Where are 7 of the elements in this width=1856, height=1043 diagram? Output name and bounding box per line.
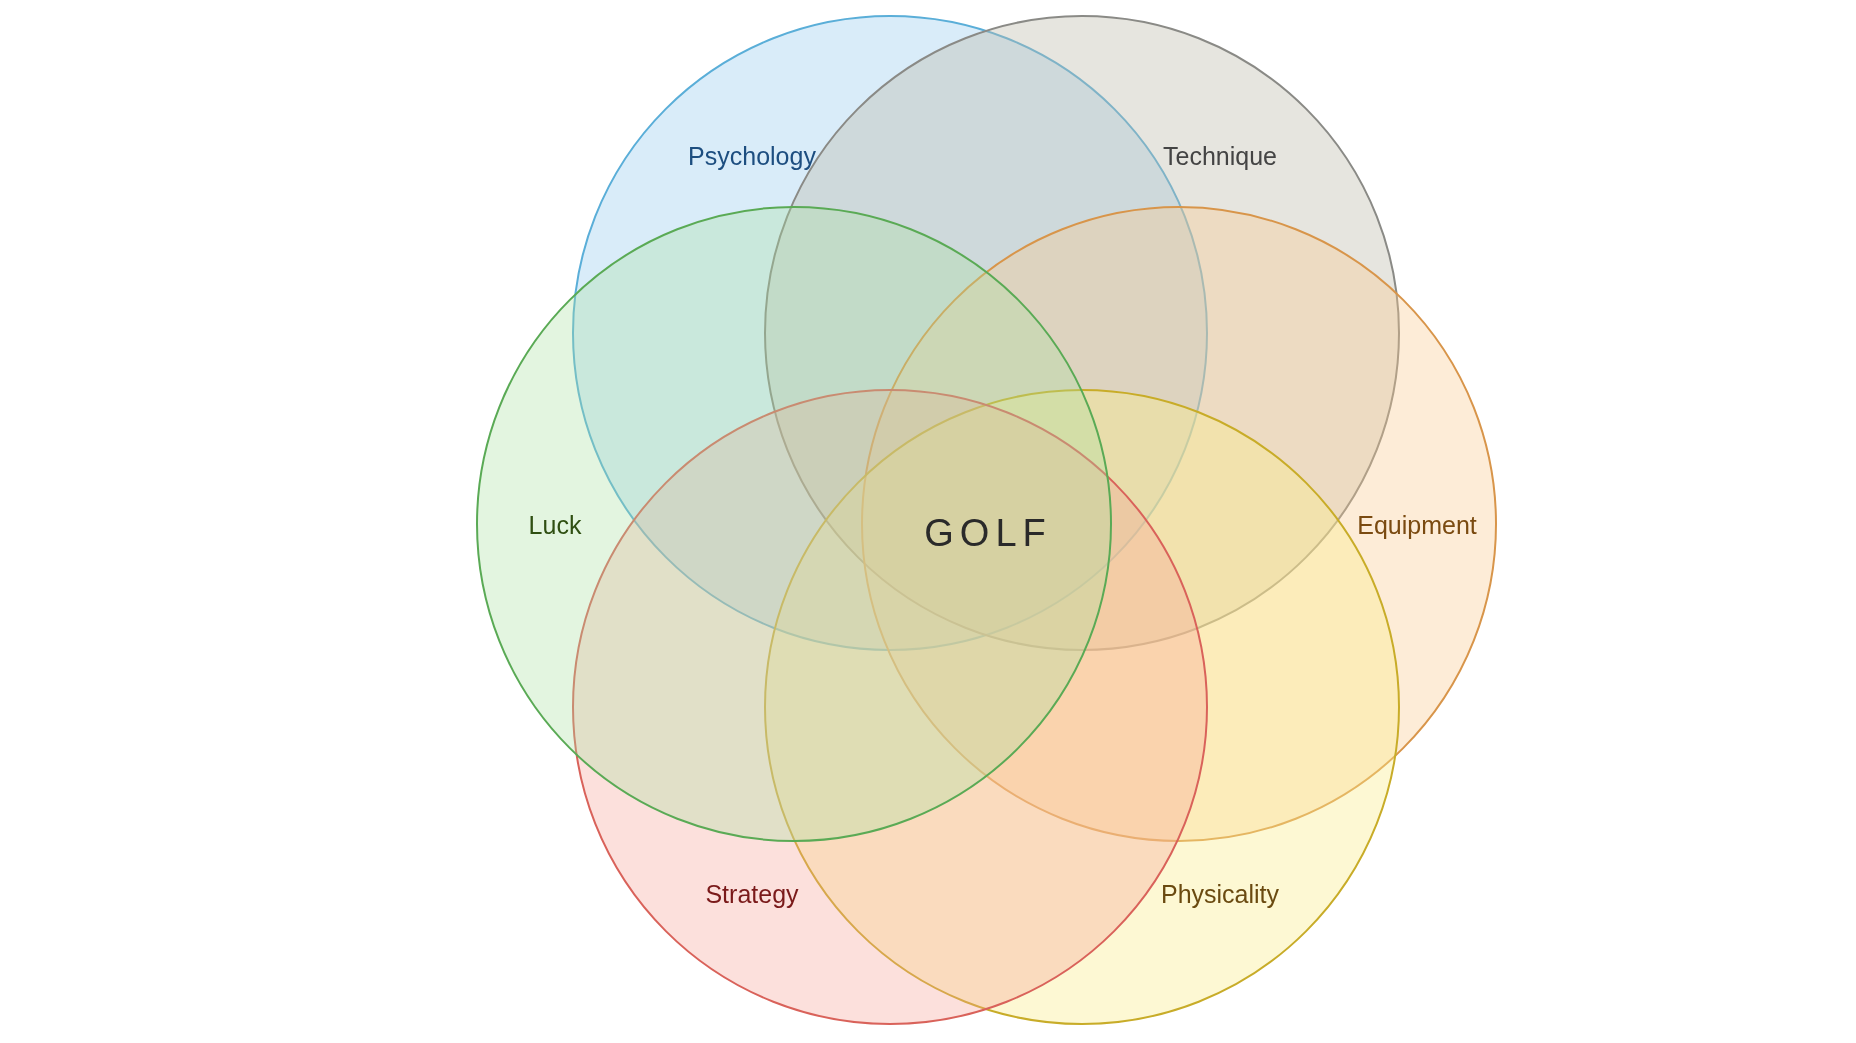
set-label: Technique [1163,141,1277,171]
center-label: GOLF [924,511,1052,555]
set-label: Physicality [1160,879,1280,909]
set-label: Strategy [705,879,799,909]
set-label: Psychology [688,141,816,171]
set-label: Equipment [1357,510,1477,540]
set-label: Luck [528,510,582,540]
